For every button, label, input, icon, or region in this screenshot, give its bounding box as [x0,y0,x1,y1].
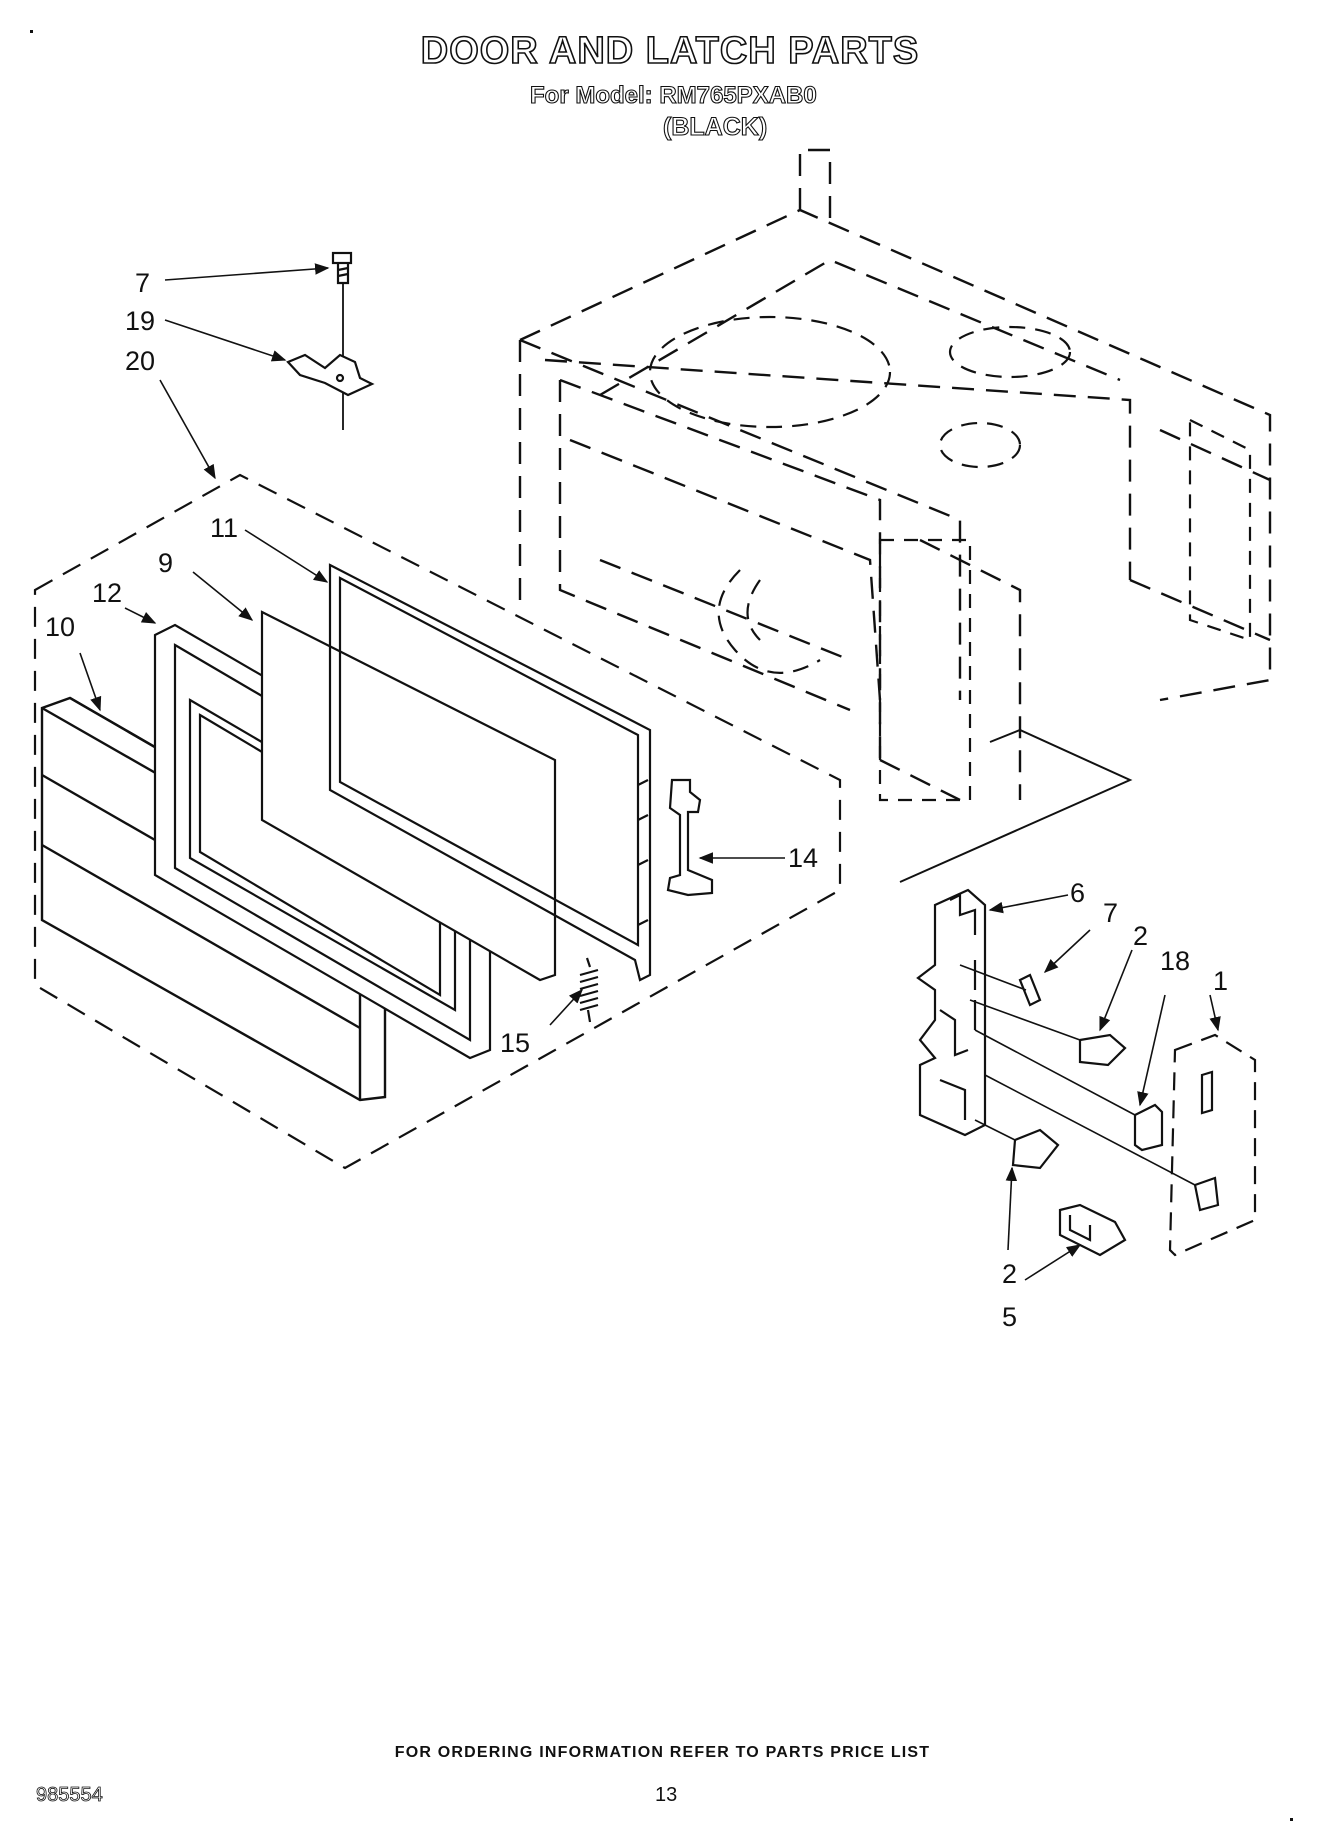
latch-lever [1058,1203,1127,1257]
corner-mark-top-left [30,30,33,33]
latch-mount-guide [899,728,1133,883]
color-variant: (BLACK) [662,112,768,141]
fuse-group-boundary [1168,1033,1257,1257]
callout-11: 11 [210,513,238,543]
document-number: 985554 [36,1784,104,1807]
interlock-switch-lower [974,1119,1060,1170]
callout-2-lower: 2 [1002,1259,1017,1289]
latch-hook [666,778,714,897]
hinge-bracket [286,353,375,397]
callout-7-top: 7 [135,268,150,298]
callout-15: 15 [500,1028,530,1058]
leader-lines [79,263,1221,1281]
cabinet-turntable [648,315,1072,674]
fuse-holder-group [984,1033,1257,1257]
inner-door-frame [328,563,652,982]
monitor-switch [974,1029,1164,1152]
hinge-screw [331,251,353,430]
callout-5: 5 [1002,1302,1017,1332]
callout-12: 12 [92,578,122,608]
callout-10: 10 [45,612,75,642]
callout-20: 20 [125,346,155,376]
fuse [1200,1070,1214,1115]
cabinet-side-panel [878,418,1252,802]
latch-screw [959,964,1042,1007]
model-line: For Model: RM765PXAB0 [529,81,817,109]
corner-mark-bottom-right [1290,1818,1293,1821]
interlock-switch-upper [969,999,1127,1067]
callout-1: 1 [1213,966,1228,996]
callout-2-upper: 2 [1133,921,1148,951]
latch-spring [579,957,599,1023]
diagram-title: DOOR AND LATCH PARTS [420,29,920,73]
callout-14: 14 [788,843,818,873]
door-assembly-boundary [33,473,842,1170]
callout-19: 19 [125,306,155,336]
cabinet-outline [518,148,1272,802]
fuse-bracket [1193,1176,1220,1212]
callout-6: 6 [1070,878,1085,908]
ordering-note: FOR ORDERING INFORMATION REFER TO PARTS … [394,1744,931,1761]
callout-18: 18 [1160,946,1190,976]
callout-7-right: 7 [1103,898,1118,928]
callout-9: 9 [158,548,173,578]
page-number: 13 [655,1784,678,1806]
door-screen-panel [260,610,557,982]
latch-bracket [916,888,987,1137]
callout-numbers: 7 19 20 11 9 12 10 14 15 6 7 2 18 1 2 5 [45,268,1228,1332]
